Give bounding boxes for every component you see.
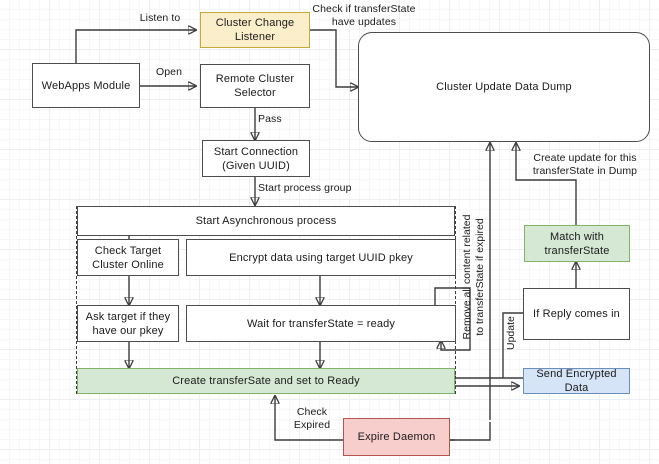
node-start-async-process-label: Start Asynchronous process: [195, 215, 337, 227]
edge-label-start-process-group: Start process group: [258, 182, 352, 194]
node-create-transfersate[interactable]: Create transferSate and set to Ready: [77, 368, 455, 394]
node-cluster-change-listener-label: Cluster Change Listener: [215, 17, 295, 43]
wire-expire-to-remove: [450, 422, 491, 441]
node-encrypt-data[interactable]: Encrypt data using target UUID pkey: [186, 239, 456, 276]
node-ask-target-pkey-label: Ask target if they have our pkey: [85, 310, 171, 337]
node-if-reply-comes-in-label: If Reply comes in: [533, 308, 620, 320]
node-cluster-change-listener[interactable]: Cluster Change Listener: [200, 12, 310, 48]
node-check-target-cluster-online[interactable]: Check Target Cluster Online: [77, 239, 179, 276]
edge-label-pass: Pass: [258, 113, 282, 125]
node-create-transfersate-label: Create transferSate and set to Ready: [172, 375, 360, 387]
edge-label-update: Update: [505, 316, 517, 350]
node-webapps-module-label: WebApps Module: [41, 79, 131, 92]
edge-label-create-update-for-this: Create update for this transferState in …: [532, 152, 638, 177]
edge-label-remove-all-content: Remove all content related to transferSt…: [461, 214, 486, 340]
node-cluster-update-data-dump-label: Cluster Update Data Dump: [436, 81, 572, 93]
node-expire-daemon-label: Expire Daemon: [357, 431, 436, 443]
edge-label-check-if-transferstate-have-updates: Check if transferState have updates: [312, 3, 416, 28]
node-start-connection[interactable]: Start Connection (Given UUID): [202, 140, 310, 177]
node-match-with-transferstate[interactable]: Match with transferState: [524, 225, 630, 262]
edge-label-open: Open: [155, 66, 183, 78]
node-send-encrypted-data-label: Send Encrypted Data: [536, 368, 617, 394]
node-wait-for-transferstate-label: Wait for transferState = ready: [246, 317, 396, 330]
node-match-with-transferstate-label: Match with transferState: [544, 230, 610, 257]
node-expire-daemon[interactable]: Expire Daemon: [343, 418, 450, 456]
edge-label-check-expired: Check Expired: [293, 406, 331, 431]
wire-check-updates: [310, 29, 358, 87]
node-wait-for-transferstate[interactable]: Wait for transferState = ready: [186, 305, 456, 342]
node-send-encrypted-data[interactable]: Send Encrypted Data: [523, 368, 630, 394]
edge-label-listen-to: Listen to: [139, 12, 181, 24]
node-cluster-update-data-dump[interactable]: Cluster Update Data Dump: [358, 32, 650, 142]
node-check-target-cluster-online-label: Check Target Cluster Online: [92, 244, 164, 271]
node-if-reply-comes-in[interactable]: If Reply comes in: [523, 288, 630, 340]
node-ask-target-pkey[interactable]: Ask target if they have our pkey: [77, 305, 179, 342]
node-start-async-process[interactable]: Start Asynchronous process: [77, 206, 455, 236]
node-webapps-module[interactable]: WebApps Module: [32, 63, 140, 108]
wire-listen-to: [75, 30, 196, 63]
node-remote-cluster-selector[interactable]: Remote Cluster Selector: [200, 64, 310, 108]
node-start-connection-label: Start Connection (Given UUID): [213, 145, 299, 172]
node-encrypt-data-label: Encrypt data using target UUID pkey: [229, 251, 413, 264]
node-remote-cluster-selector-label: Remote Cluster Selector: [215, 73, 295, 99]
